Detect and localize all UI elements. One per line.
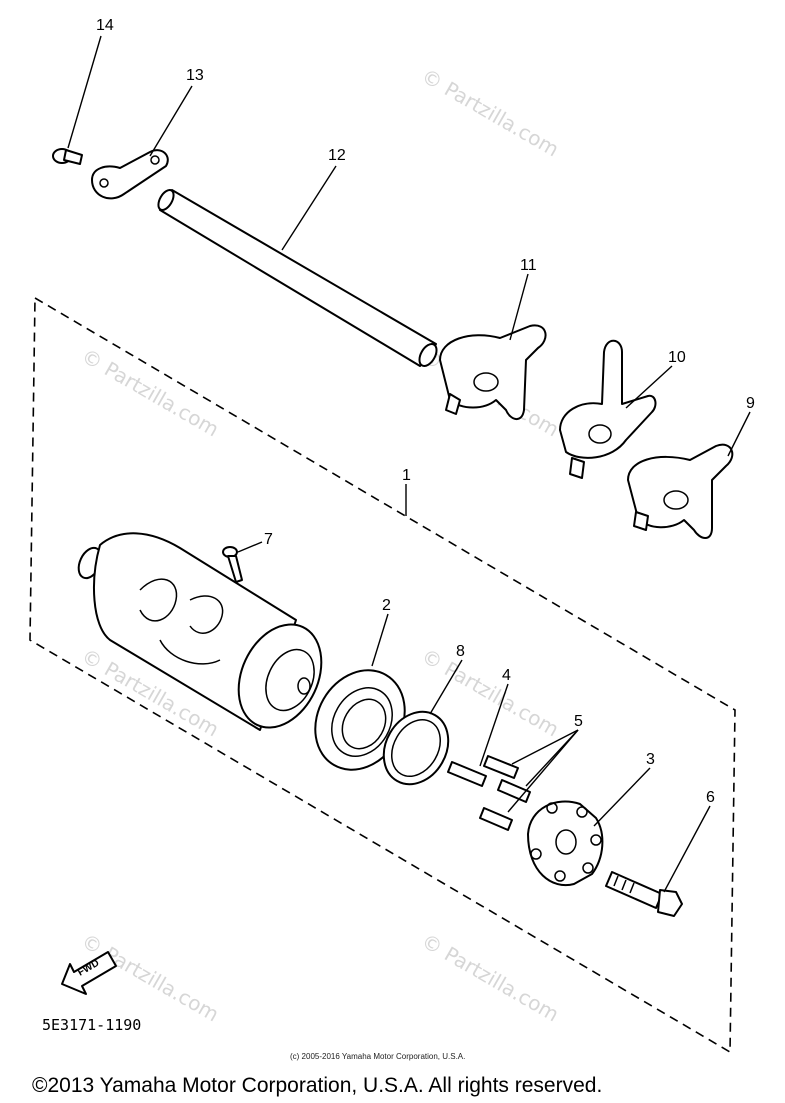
- part-6-bolt: [605, 871, 683, 917]
- leader-3: [593, 767, 651, 827]
- watermark: © Partzilla.com: [78, 929, 224, 1027]
- leader-7: [237, 541, 263, 553]
- leader-2: [371, 613, 389, 667]
- leader-10: [625, 365, 673, 409]
- callout-8: 8: [456, 643, 465, 660]
- leader-11: [509, 273, 529, 341]
- callout-1: 1: [402, 467, 411, 484]
- part-8-circlip: [382, 710, 450, 786]
- part-11-shift-fork: [439, 324, 547, 420]
- part-4-dowel-pin: [447, 761, 487, 787]
- callout-7: 7: [264, 531, 273, 548]
- leader-5c: [507, 729, 579, 813]
- part-1-shift-drum: [77, 532, 323, 731]
- watermark: © Partzilla.com: [418, 64, 564, 162]
- watermark: © Partzilla.com: [78, 344, 224, 442]
- leader-8: [429, 659, 463, 715]
- fwd-arrow-icon: FWD: [61, 951, 117, 995]
- callout-4: 4: [502, 667, 511, 684]
- callout-6: 6: [706, 789, 715, 806]
- leader-9: [727, 411, 751, 457]
- main-copyright: ©2013 Yamaha Motor Corporation, U.S.A. A…: [32, 1074, 602, 1097]
- callout-10: 10: [668, 349, 686, 366]
- part-9-shift-fork: [627, 443, 734, 539]
- leader-5a: [511, 729, 579, 765]
- callout-12: 12: [328, 147, 346, 164]
- leader-6: [663, 805, 711, 893]
- part-5-pins: [479, 755, 531, 831]
- leader-13: [149, 85, 193, 157]
- callout-13: 13: [186, 67, 204, 84]
- part-10-shift-fork: [559, 339, 657, 479]
- part-7-pin: [222, 546, 243, 583]
- callout-5: 5: [574, 713, 583, 730]
- watermark: © Partzilla.com: [418, 929, 564, 1027]
- part-14-screw: [52, 148, 83, 165]
- leader-4: [479, 683, 509, 767]
- callout-3: 3: [646, 751, 655, 768]
- part-12-shaft: [157, 189, 438, 367]
- callout-2: 2: [382, 597, 391, 614]
- callout-labels: 14 13 12 11 10 9 1 7 2 8 4 5 3 6: [96, 17, 755, 806]
- leader-12: [281, 165, 337, 251]
- callout-11: 11: [520, 257, 537, 274]
- callout-9: 9: [746, 395, 755, 412]
- part-13-plate: [91, 149, 169, 200]
- small-copyright: (c) 2005-2016 Yamaha Motor Corporation, …: [290, 1052, 465, 1061]
- leader-lines: [67, 35, 751, 893]
- part-code: 5E3171-1190: [42, 1016, 141, 1034]
- assembly-outline: [29, 296, 736, 1054]
- leader-14: [67, 35, 102, 149]
- callout-14: 14: [96, 17, 114, 34]
- part-3-segment: [527, 800, 604, 887]
